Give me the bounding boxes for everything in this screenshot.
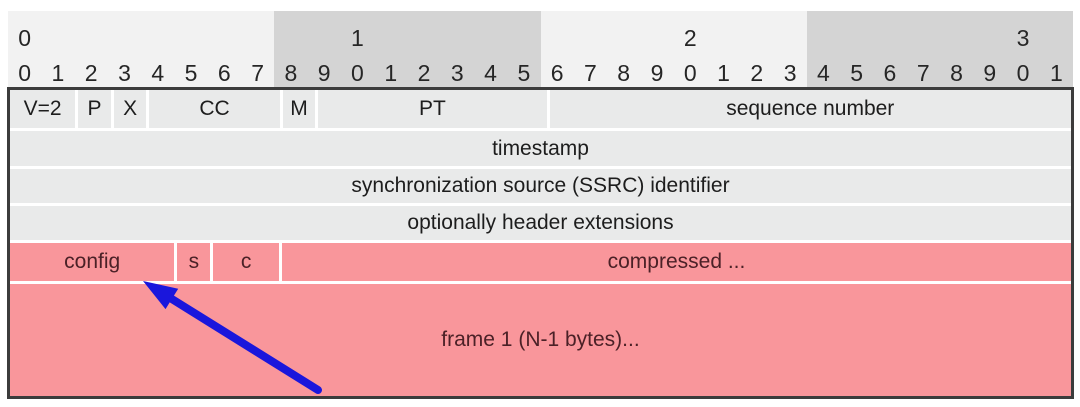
field-csrc-count: CC [149,90,280,128]
byte-band-1 [274,11,541,87]
word-index-label: 3 [1016,25,1030,51]
bit-index-label: 8 [617,60,631,86]
bit-index-label: 0 [18,60,32,86]
field-payload-type: PT [318,90,547,128]
bit-index-label: 6 [217,60,231,86]
bit-index-label: 3 [450,60,464,86]
bit-index-label: 2 [417,60,431,86]
field-header-extensions: optionally header extensions [10,206,1071,240]
bit-index-label: 2 [84,60,98,86]
field-timestamp: timestamp [10,131,1071,166]
byte-band-0 [8,11,275,87]
bit-index-label: 4 [151,60,165,86]
bit-index-label: 5 [850,60,864,86]
bit-index-label: 3 [118,60,131,86]
row-frame-data: frame 1 (N-1 bytes)... [10,284,1071,396]
row-header-extensions: optionally header extensions [10,206,1071,240]
bit-index-label: 4 [484,60,497,86]
field-extension: X [113,90,147,128]
field-c-code: c [213,243,279,281]
bit-index-label: 6 [550,60,564,86]
bit-index-label: 8 [284,60,298,86]
bit-index-label: 4 [816,60,830,86]
byte-band-3 [806,11,1073,87]
row-timestamp: timestamp [10,131,1071,166]
bit-index-label: 7 [251,60,264,86]
word-index-label: 1 [351,25,364,51]
bit-index-label: 0 [683,60,697,86]
bit-index-label: 1 [51,60,65,86]
bit-index-label: 5 [184,60,198,86]
field-padding: P [78,90,111,128]
field-marker: M [282,90,316,128]
field-ssrc-identifier: synchronization source (SSRC) identifier [10,169,1071,203]
byte-band-2 [540,11,807,87]
word-index-label: 2 [683,25,697,51]
bit-index-label: 3 [783,60,797,86]
bit-ruler-bands [8,11,1073,87]
bit-index-label: 1 [717,60,730,86]
bit-index-label: 2 [750,60,764,86]
bit-index-label: 0 [351,60,364,86]
bit-index-label: 1 [1049,60,1063,86]
bit-index-label: 1 [384,60,398,86]
field-s-flag: s [177,243,211,281]
bit-index-label: 5 [517,60,531,86]
field-compressed: compressed ... [282,243,1071,281]
bit-index-label: 9 [317,60,331,86]
row-ssrc: synchronization source (SSRC) identifier [10,169,1071,203]
bit-index-label: 9 [650,60,664,86]
bit-index-label: 9 [983,60,997,86]
bit-index-label: 8 [950,60,963,86]
bit-index-label: 7 [584,60,597,86]
bit-index-label: 0 [1016,60,1030,86]
field-version: V=2 [10,90,76,128]
field-frame-1: frame 1 (N-1 bytes)... [10,284,1071,396]
field-sequence-number: sequence number [549,90,1071,128]
bit-index-label: 6 [883,60,897,86]
bit-index-label: 7 [916,60,930,86]
word-index-label: 0 [18,25,32,51]
field-config: config [10,243,175,281]
